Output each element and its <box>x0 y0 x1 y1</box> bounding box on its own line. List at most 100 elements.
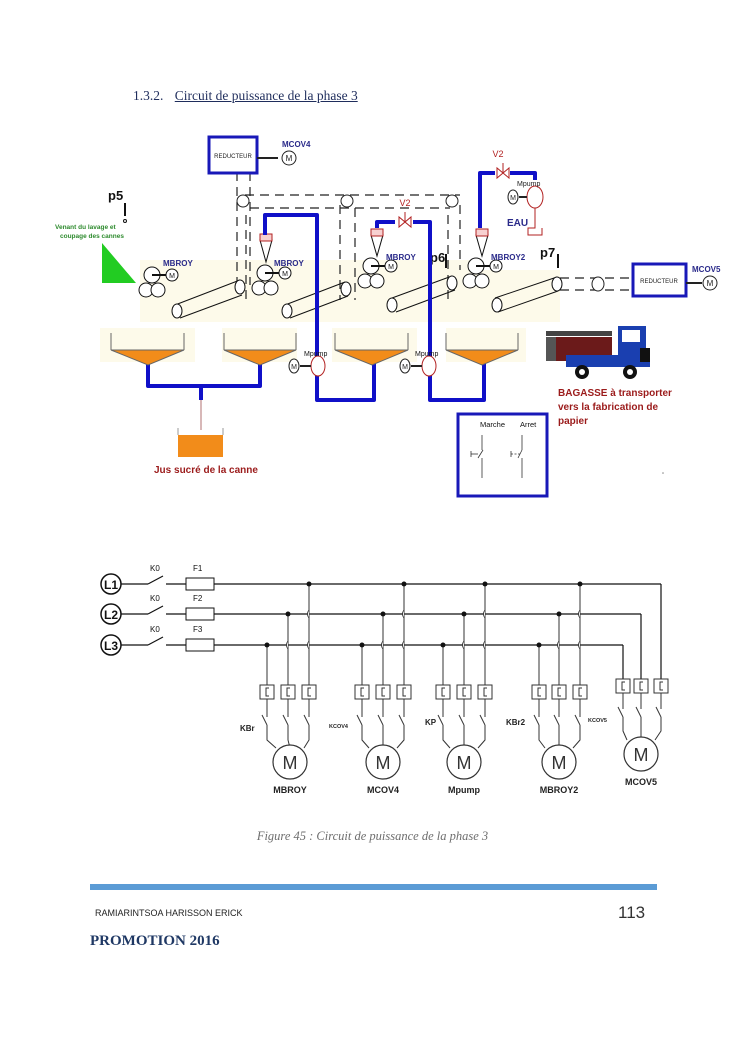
switch-label-3: K0 <box>150 625 160 634</box>
junction-dot <box>577 581 583 587</box>
contactor-contact-icon <box>655 706 662 718</box>
reducteur-left-label: REDUCTEUR <box>214 154 252 160</box>
thermal-relay-icon <box>259 684 275 700</box>
p7-label: p7 <box>540 245 555 260</box>
thermal-relay-icon <box>280 684 296 700</box>
stop-pushbutton-icon <box>510 435 523 478</box>
valve-v2-mid-icon <box>398 212 412 229</box>
thermal-relay-icon <box>531 684 547 700</box>
junction-dot <box>536 642 542 648</box>
juice-pump-1-label: Mpump <box>304 351 327 358</box>
phase-l2: L2 <box>100 603 122 625</box>
pulleys <box>236 194 605 292</box>
wire-crossing <box>307 640 310 650</box>
contactor-contact-icon <box>635 706 642 718</box>
contactor-contact-icon <box>533 714 540 726</box>
junction-dot <box>264 642 270 648</box>
valve-v2-top-icon <box>496 163 510 180</box>
bagasse-label-line3: papier <box>558 416 588 427</box>
juice-pump-2-label: Mpump <box>415 351 438 358</box>
reducteur-right <box>631 262 688 298</box>
contactor-contact-icon <box>479 714 486 726</box>
mill-label-2: MBROY <box>274 259 304 268</box>
motor-label-mbroy: MBROY <box>273 785 307 795</box>
section-number: 1.3.2. <box>133 88 164 103</box>
thermal-relay-icon <box>572 684 588 700</box>
thermal-relay-icon <box>477 684 493 700</box>
junction-dot <box>461 611 467 617</box>
svg-text:M: M <box>388 264 394 271</box>
valve-v2-top-label: V2 <box>492 149 503 159</box>
svg-text:L3: L3 <box>104 639 118 653</box>
juice-label: Jus sucré de la canne <box>154 465 258 476</box>
footer-author: RAMIARINTSOA HARISSON ERICK <box>95 908 243 918</box>
junction-dot <box>285 611 291 617</box>
contactor-label-kcov5: KCOV5 <box>588 718 607 724</box>
water-label: EAU <box>507 218 528 229</box>
svg-text:M: M <box>510 195 516 202</box>
section-heading: 1.3.2. Circuit de puissance de la phase … <box>133 88 358 104</box>
wire-crossing <box>381 640 384 650</box>
mill-unit-3 <box>357 228 458 313</box>
juice-pump-2-icon: M <box>399 355 437 377</box>
svg-text:M: M <box>493 264 499 271</box>
thermal-relay-icon <box>435 684 451 700</box>
reducteur-left <box>207 135 259 175</box>
start-button-label: Marche <box>480 420 505 429</box>
wire-crossing <box>462 640 465 650</box>
thermal-relay-icon <box>396 684 412 700</box>
motor-label-mcov4: MCOV4 <box>367 785 399 795</box>
svg-text:M: M <box>286 154 293 163</box>
footer-promotion: PROMOTION 2016 <box>90 933 220 949</box>
process-diagram: REDUCTEUR M MCOV4 p5 Venant du lavage et… <box>55 135 721 498</box>
start-pushbutton-icon <box>470 435 484 478</box>
motor-mbroy-icon <box>272 744 308 780</box>
fuse-label-2: F2 <box>193 594 203 603</box>
svg-text:M: M <box>634 745 649 765</box>
mill-unit-1 <box>138 266 246 319</box>
wire-crossing <box>286 640 289 650</box>
figure-caption: Figure 45 : Circuit de puissance de la p… <box>256 829 489 843</box>
contactor-label-kcov4: KCOV4 <box>329 724 349 730</box>
juice-pipes <box>146 171 537 402</box>
thermal-relay-icon <box>633 678 649 694</box>
svg-text:M: M <box>291 364 297 371</box>
svg-text:M: M <box>402 364 408 371</box>
water-pump-label: Mpump <box>517 181 540 188</box>
contactor-label-kbr: KBr <box>240 724 255 733</box>
motor-mcov4-icon <box>365 744 401 780</box>
contactor-contact-icon <box>261 714 268 726</box>
feed-label-line1: Venant du lavage et <box>55 224 117 231</box>
contactor-contact-icon <box>282 714 289 726</box>
motor-mbroy2-icon <box>541 744 577 780</box>
truck-icon <box>546 326 650 379</box>
switch-label-2: K0 <box>150 594 160 603</box>
reducteur-right-label: REDUCTEUR <box>640 279 678 285</box>
thermal-relay-icon <box>653 678 669 694</box>
contactor-contact-icon <box>377 714 384 726</box>
thermal-relay-icon <box>354 684 370 700</box>
fuses <box>185 577 215 652</box>
p6-label: p6 <box>430 250 445 265</box>
bagasse-label-line1: BAGASSE à transporter <box>558 388 672 399</box>
mill-label-3: MBROY <box>386 253 416 262</box>
motor-label-mpump: Mpump <box>448 785 480 795</box>
junction-dot <box>482 581 488 587</box>
switch-label-1: K0 <box>150 564 160 573</box>
motor-mcov5-icon <box>702 275 718 291</box>
wire-crossing <box>402 609 405 619</box>
control-box <box>456 412 549 498</box>
feed-triangle <box>102 243 136 283</box>
stop-button-label: Arret <box>520 420 537 429</box>
svg-text:M: M <box>283 753 298 773</box>
phase-l1: L1 <box>100 573 122 595</box>
p5-label: p5 <box>108 188 123 203</box>
junction-dot <box>440 642 446 648</box>
feed-label-line2: coupage des cannes <box>60 233 124 240</box>
mill-label-4: MBROY2 <box>491 253 526 262</box>
motor-label-mcov5: MCOV5 <box>625 777 657 787</box>
thermal-relay-icon <box>456 684 472 700</box>
juice-pump-1-icon: M <box>288 355 326 377</box>
mill-unit-2 <box>251 233 352 319</box>
